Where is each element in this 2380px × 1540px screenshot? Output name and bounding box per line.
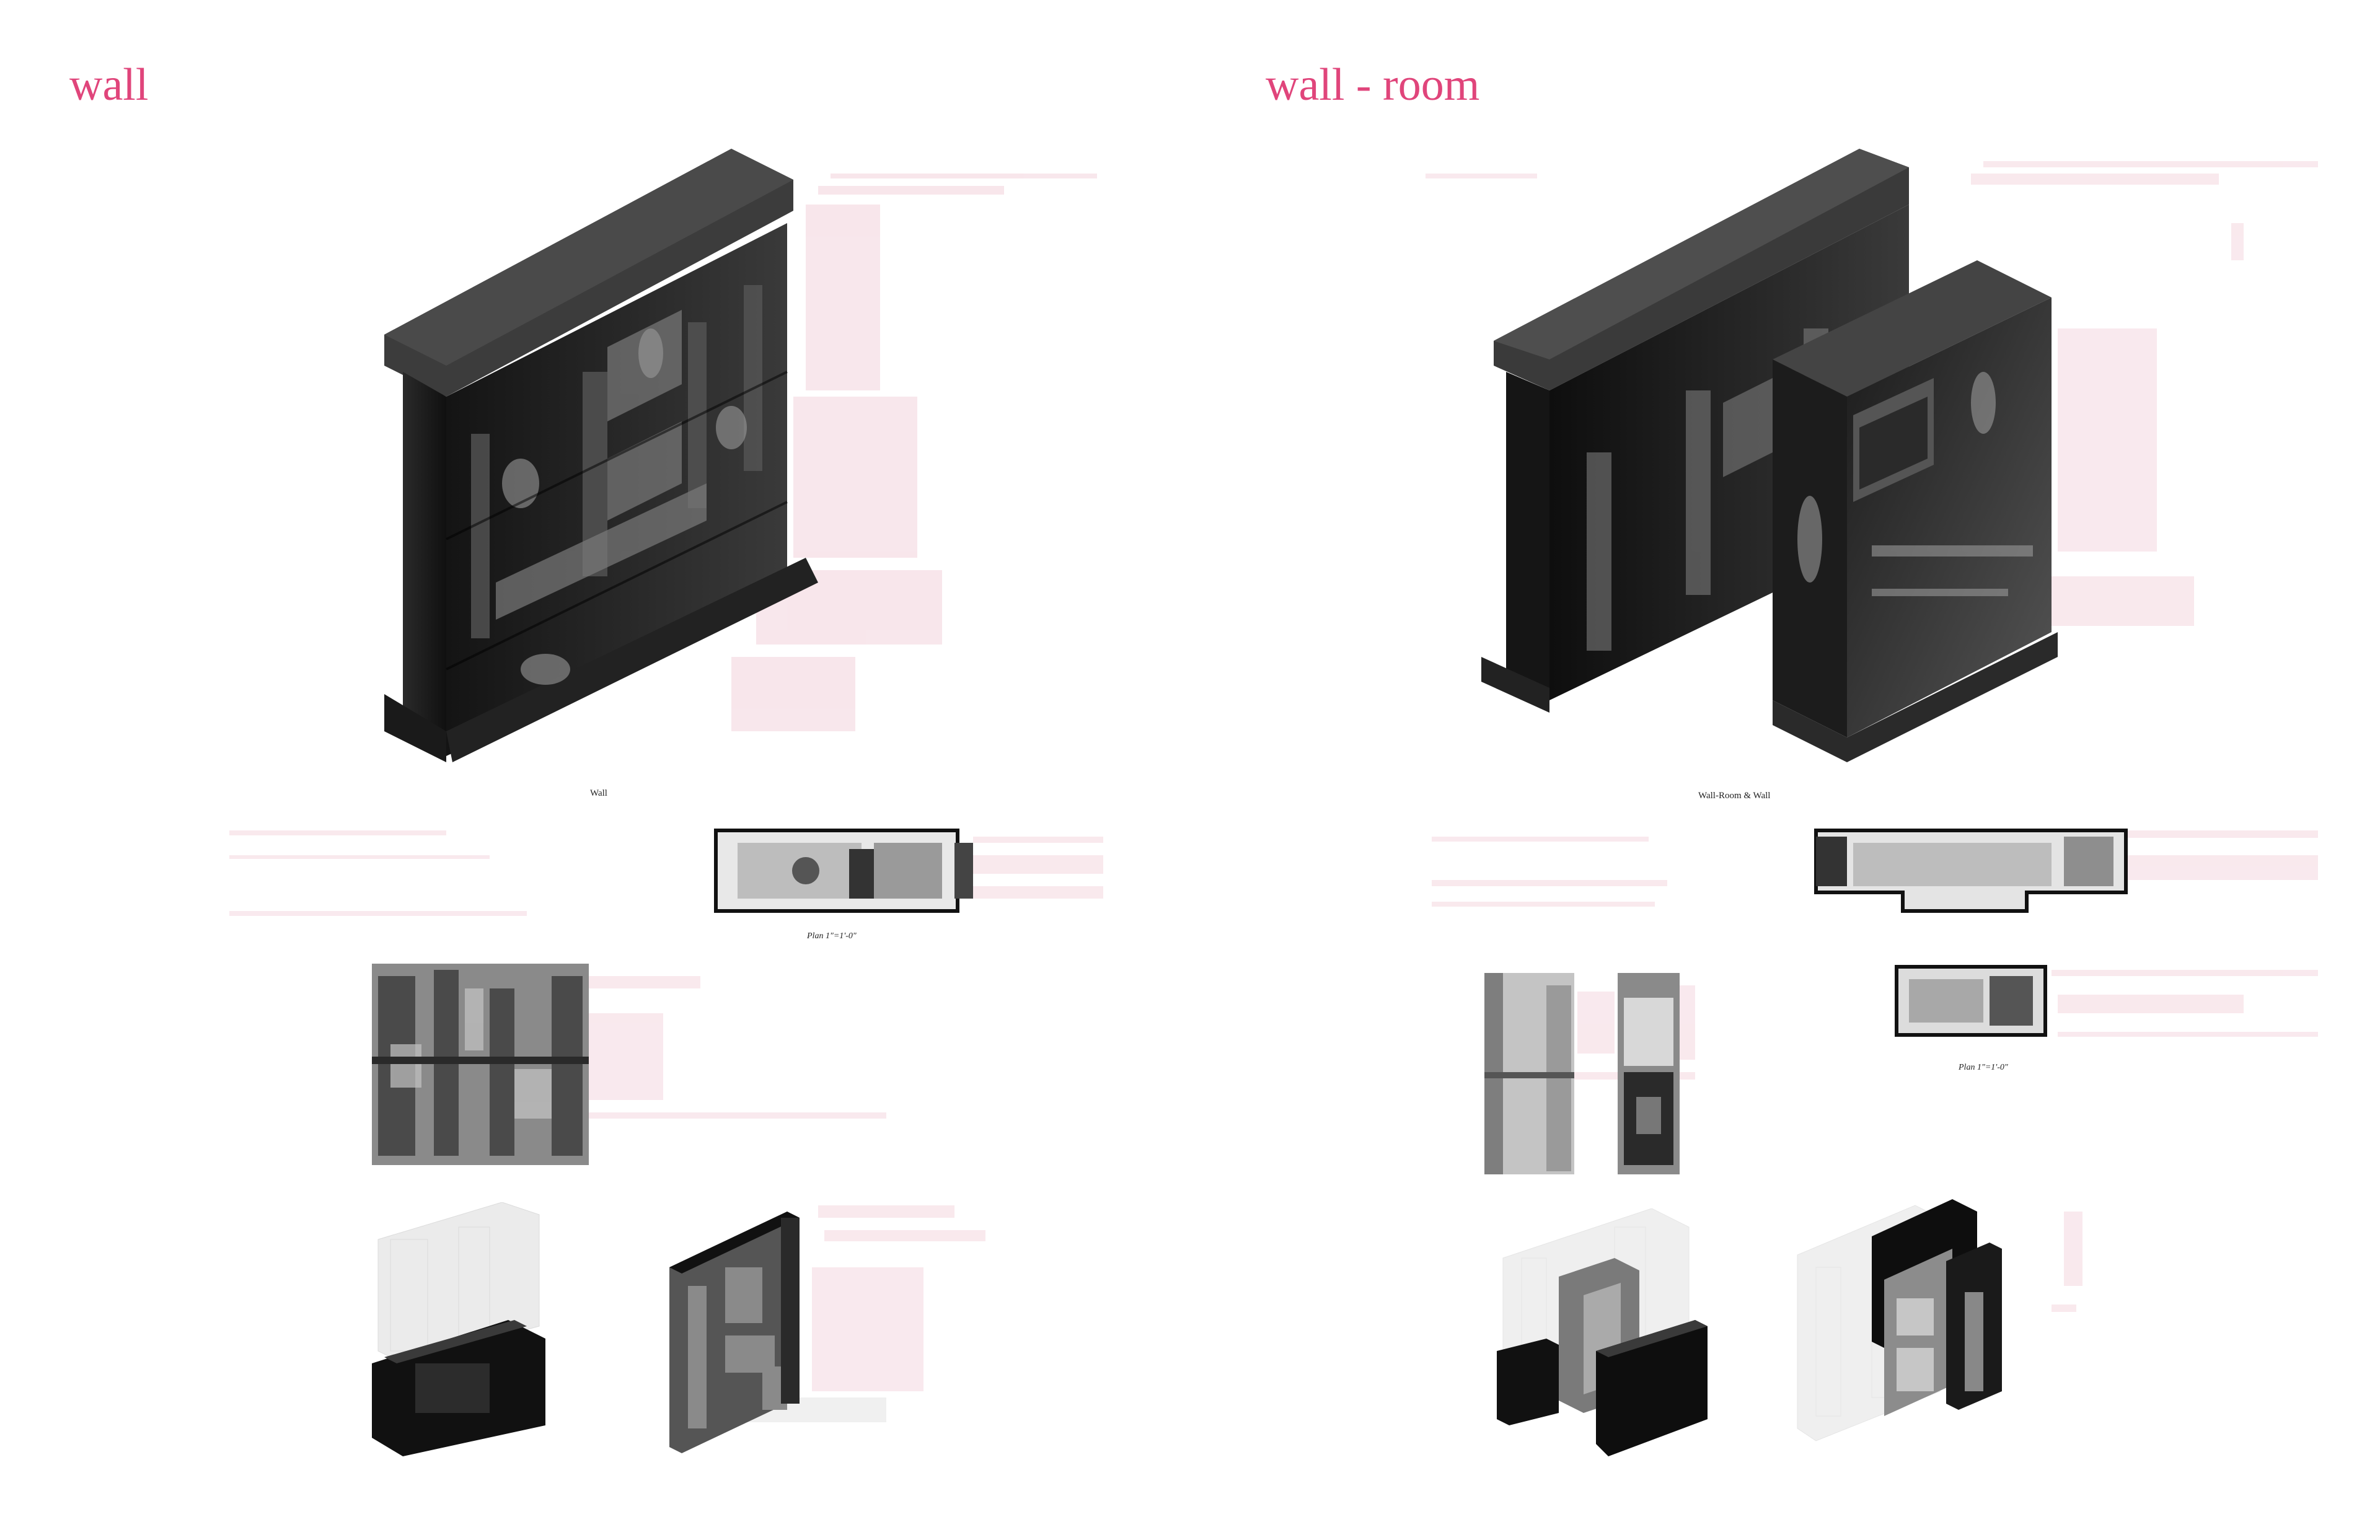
wall-axonometric-icon — [384, 149, 1097, 762]
wall-room-elevation-icon — [1484, 973, 1695, 1174]
wall-room-axonometric-icon — [1426, 149, 2318, 762]
wall-room-caption: Wall-Room & Wall — [1698, 791, 1771, 801]
wall-plan-icon — [229, 829, 1103, 916]
wall-room-exploded-icon — [1497, 1208, 1708, 1456]
wall-plan-scale-caption: Plan 1"=1'-0" — [807, 931, 857, 941]
left-panel-title: wall — [69, 59, 149, 110]
wall-room-plan-scale-caption: Plan 1"=1'-0" — [1959, 1063, 2008, 1072]
wall-caption: Wall — [590, 788, 607, 798]
wall-exploded-icon — [372, 1202, 545, 1456]
wall-room-plan-small-icon — [1895, 965, 2318, 1037]
wall-elevation-icon — [372, 964, 886, 1165]
wall-room-plan-icon — [1432, 829, 2318, 913]
right-panel-title: wall - room — [1266, 59, 1480, 110]
wall-section-icon — [669, 1205, 985, 1453]
wall-room-section-icon — [1797, 1199, 2082, 1441]
